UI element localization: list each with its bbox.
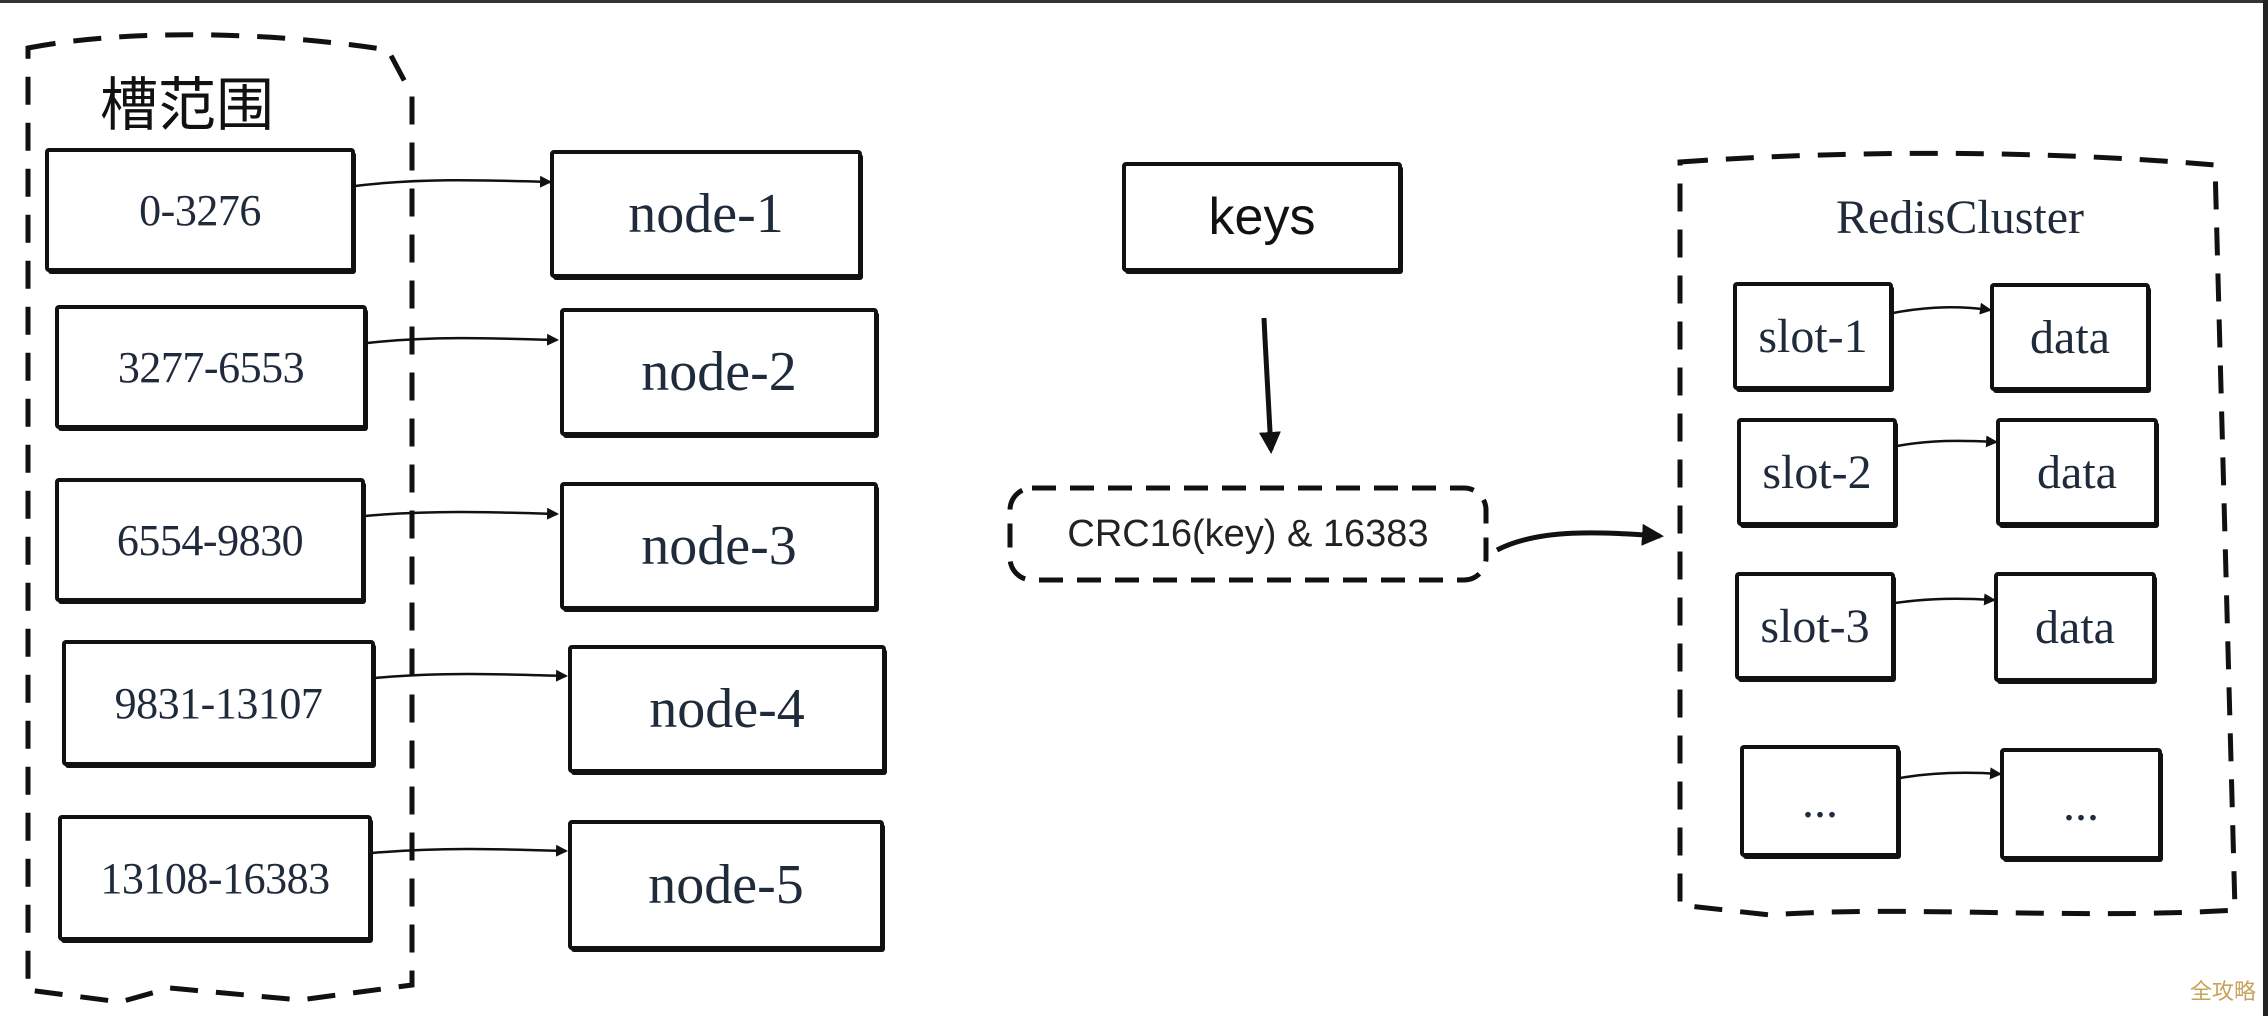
slot-range-box-4: 9831-13107 — [62, 640, 375, 766]
node-label: node-4 — [649, 678, 805, 740]
slot-range-box-1: 0-3276 — [45, 148, 355, 272]
node-box-3: node-3 — [560, 482, 878, 610]
hash-function-label: CRC16(key) & 16383 — [1067, 512, 1429, 555]
node-box-5: node-5 — [568, 820, 884, 950]
slot-label: slot-3 — [1760, 599, 1870, 653]
slot-box-more: ... — [1740, 745, 1900, 857]
arrow-slot-more-data — [1899, 767, 2002, 780]
slot-label: slot-1 — [1758, 309, 1868, 363]
top-border — [0, 0, 2268, 3]
redis-cluster-border — [1677, 150, 2238, 918]
right-border — [2263, 0, 2268, 1016]
arrow-hash-to-cluster — [1495, 523, 1664, 553]
data-label: data — [2030, 310, 2110, 364]
arrow-range-4-node-4 — [374, 669, 568, 682]
slot-range-title: 槽范围 — [100, 71, 275, 139]
arrow-slot-1-data — [1892, 302, 1992, 315]
slot-range-group-border — [25, 32, 415, 1005]
redis-cluster-title: RedisCluster — [1836, 191, 2084, 244]
data-label: data — [2035, 600, 2115, 654]
node-label: node-2 — [641, 341, 797, 403]
data-label: ... — [2063, 777, 2099, 831]
hash-function-box: CRC16(key) & 16383 — [1010, 488, 1486, 580]
slot-range-box-2: 3277-6553 — [55, 305, 367, 429]
node-label: node-5 — [648, 854, 804, 916]
node-label: node-3 — [641, 515, 797, 577]
hash-function-border — [1007, 485, 1489, 583]
slot-box-2: slot-2 — [1737, 418, 1897, 526]
slot-range-label: 0-3276 — [139, 185, 261, 235]
arrow-keys-to-hash — [1258, 317, 1281, 454]
node-box-2: node-2 — [560, 308, 878, 436]
watermark-text: 全攻略 — [2189, 980, 2256, 1005]
data-box-3: data — [1994, 572, 2156, 682]
slot-box-3: slot-3 — [1735, 572, 1895, 680]
node-label: node-1 — [628, 183, 784, 245]
keys-box: keys — [1122, 162, 1402, 272]
slot-range-box-5: 13108-16383 — [58, 815, 372, 941]
slot-label: slot-2 — [1762, 445, 1872, 499]
data-box-2: data — [1996, 418, 2158, 526]
data-box-more: ... — [2000, 748, 2162, 860]
slot-range-label: 6554-9830 — [116, 515, 304, 565]
arrow-slot-2-data — [1896, 435, 1998, 448]
node-box-1: node-1 — [550, 150, 862, 278]
arrow-range-3-node-3 — [364, 507, 559, 520]
arrow-range-1-node-1 — [354, 175, 552, 188]
arrow-slot-3-data — [1894, 593, 1996, 606]
slot-range-label: 13108-16383 — [100, 853, 330, 903]
slot-range-box-3: 6554-9830 — [55, 478, 365, 602]
arrow-range-2-node-2 — [366, 333, 559, 346]
data-label: data — [2037, 445, 2117, 499]
keys-label: keys — [1208, 188, 1316, 246]
slot-range-label: 3277-6553 — [117, 342, 305, 392]
data-box-1: data — [1990, 283, 2150, 391]
slot-box-1: slot-1 — [1733, 282, 1893, 390]
node-box-4: node-4 — [568, 645, 886, 773]
slot-label: ... — [1802, 774, 1838, 828]
slot-range-label: 9831-13107 — [114, 678, 323, 728]
arrow-range-5-node-5 — [371, 844, 568, 857]
